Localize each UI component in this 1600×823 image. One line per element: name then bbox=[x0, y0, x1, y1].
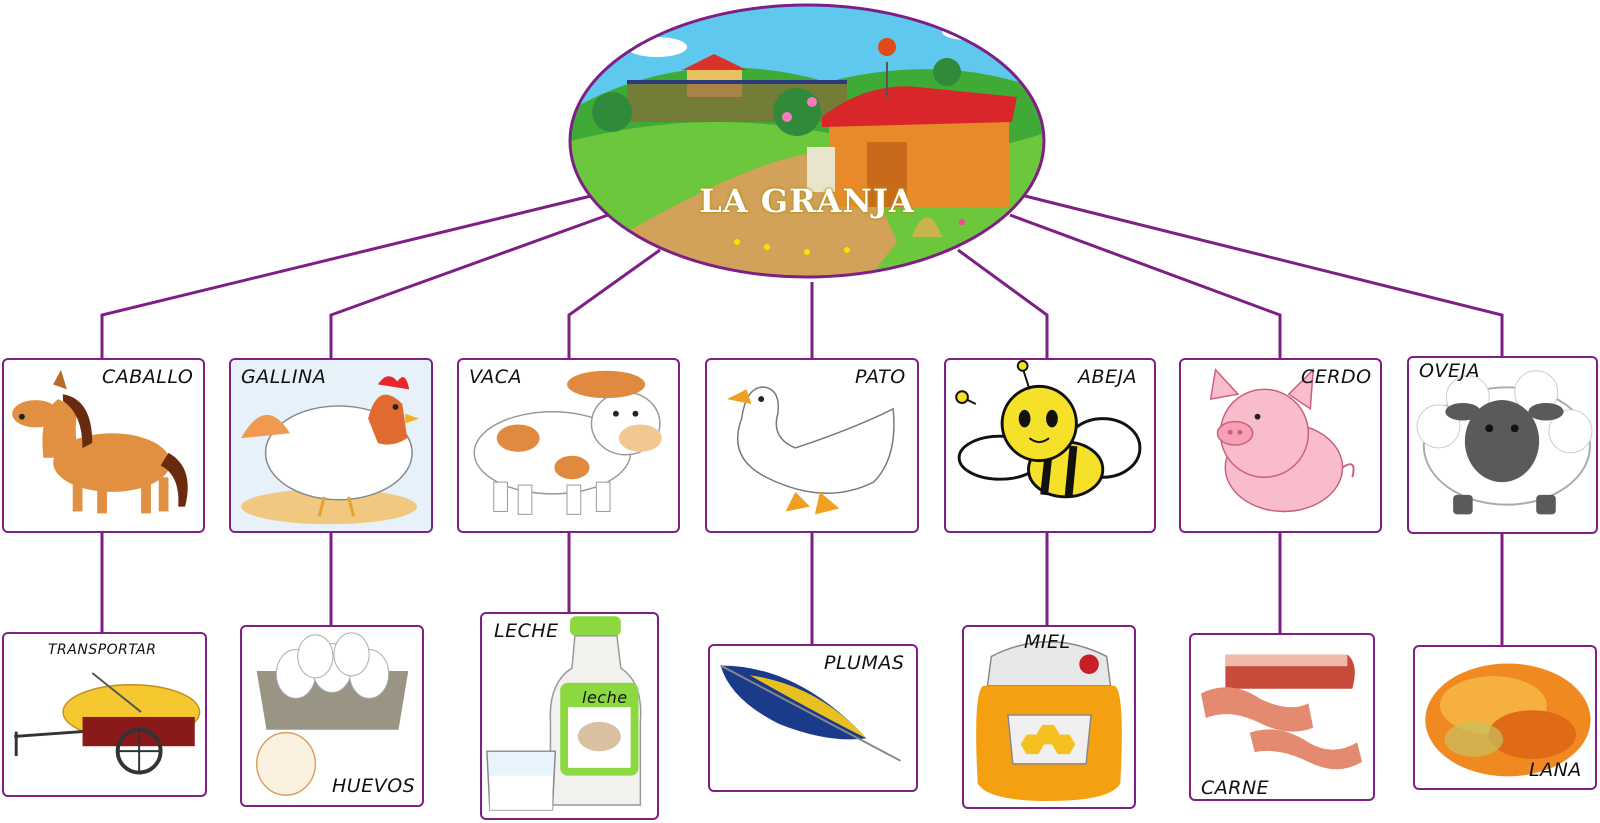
bee-icon bbox=[955, 360, 1142, 499]
hay-cart-icon bbox=[14, 672, 201, 775]
product-card-lana: LANA bbox=[1413, 645, 1597, 790]
connector-hub-vaca bbox=[567, 248, 661, 360]
animal-label: CERDO bbox=[1301, 366, 1372, 388]
farm-scene-icon bbox=[568, 3, 1046, 279]
cow-icon bbox=[473, 370, 662, 515]
animal-label: VACA bbox=[469, 366, 522, 388]
animal-label: OVEJA bbox=[1419, 360, 1481, 382]
bottle-label: leche bbox=[582, 688, 628, 707]
product-label: LANA bbox=[1529, 759, 1582, 781]
product-card-leche: LECHE leche bbox=[480, 612, 659, 820]
product-label: HUEVOS bbox=[332, 775, 416, 797]
sheep-icon bbox=[1416, 370, 1593, 515]
honey-jar-icon bbox=[976, 641, 1122, 802]
milk-bottle-icon bbox=[486, 616, 642, 811]
connector-hub-cerdo bbox=[1009, 213, 1282, 360]
animal-label: PATO bbox=[855, 366, 906, 388]
eggs-icon bbox=[255, 632, 409, 796]
product-card-transportar: TRANSPORTAR bbox=[2, 632, 207, 797]
product-label: CARNE bbox=[1201, 777, 1270, 799]
product-label: PLUMAS bbox=[824, 652, 905, 674]
animal-card-gallina: GALLINA bbox=[229, 358, 433, 533]
product-card-miel: MIEL bbox=[962, 625, 1136, 809]
animal-card-caballo: CABALLO bbox=[2, 358, 205, 533]
connector-hub-abeja bbox=[957, 248, 1049, 360]
farm-hub: LA GRANJA bbox=[567, 2, 1047, 280]
animal-label: ABEJA bbox=[1078, 366, 1138, 388]
animal-card-abeja: ABEJA bbox=[944, 358, 1156, 533]
duck-icon bbox=[726, 386, 895, 515]
animal-label: GALLINA bbox=[241, 366, 327, 388]
bacon-icon bbox=[1200, 654, 1363, 770]
product-card-plumas: PLUMAS bbox=[708, 644, 918, 792]
connector-hub-oveja bbox=[1024, 194, 1504, 360]
page-title: LA GRANJA bbox=[699, 182, 915, 220]
product-card-huevos: HUEVOS bbox=[240, 625, 424, 807]
horse-icon bbox=[12, 369, 188, 514]
product-label: LECHE bbox=[494, 620, 559, 642]
animal-card-pato: PATO bbox=[705, 358, 919, 533]
animal-card-oveja: OVEJA bbox=[1407, 356, 1598, 534]
animal-label: CABALLO bbox=[102, 366, 194, 388]
product-card-carne: CARNE bbox=[1189, 633, 1375, 801]
hen-icon bbox=[231, 360, 431, 531]
connector-hub-gallina bbox=[329, 213, 609, 360]
connector-hub-caballo bbox=[100, 193, 596, 360]
pig-icon bbox=[1209, 367, 1355, 513]
product-label: TRANSPORTAR bbox=[48, 642, 157, 658]
wool-icon bbox=[1425, 663, 1591, 777]
animal-card-cerdo: CERDO bbox=[1179, 358, 1382, 533]
product-label: MIEL bbox=[1024, 631, 1071, 653]
animal-card-vaca: VACA bbox=[457, 358, 680, 533]
feather-icon bbox=[720, 664, 902, 762]
